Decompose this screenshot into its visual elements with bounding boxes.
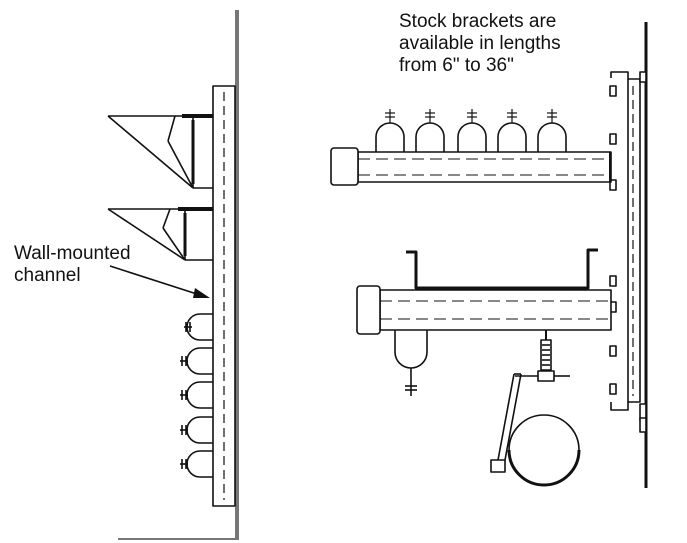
caption-line-3: from 6" to 36" [399, 55, 514, 76]
cable-tray [406, 248, 598, 290]
lower-bracket-arm [356, 285, 612, 335]
upper-clamps [375, 109, 567, 152]
wall-label-line-1: Wall-mounted [14, 243, 131, 264]
wall-label-line-2: channel [14, 265, 81, 286]
hanging-clamp [394, 330, 428, 396]
wall-mounted-channel [212, 85, 236, 507]
left-clamp-2 [180, 347, 213, 375]
arrow-icon [193, 288, 210, 298]
caption-line-2: available in lengths [399, 33, 561, 54]
caption-line-1: Stock brackets are [399, 11, 557, 32]
left-clamp-1 [184, 313, 213, 341]
left-wall [118, 10, 239, 540]
wall-mounted-channel-label: Wall-mounted channel [14, 243, 131, 287]
left-clamp-5 [180, 450, 213, 478]
stock-brackets-caption: Stock brackets are available in lengths … [399, 11, 561, 77]
right-channel [610, 71, 647, 433]
wall-channel-arrow [109, 265, 210, 298]
left-clamp-3 [180, 381, 213, 409]
truss-bracket-upper [107, 114, 213, 189]
upper-bracket-arm [330, 147, 612, 186]
left-clamp-4 [180, 416, 213, 444]
threaded-rod-hanger [490, 330, 581, 487]
channel-bolts [609, 85, 617, 395]
truss-bracket-lower [107, 207, 213, 261]
